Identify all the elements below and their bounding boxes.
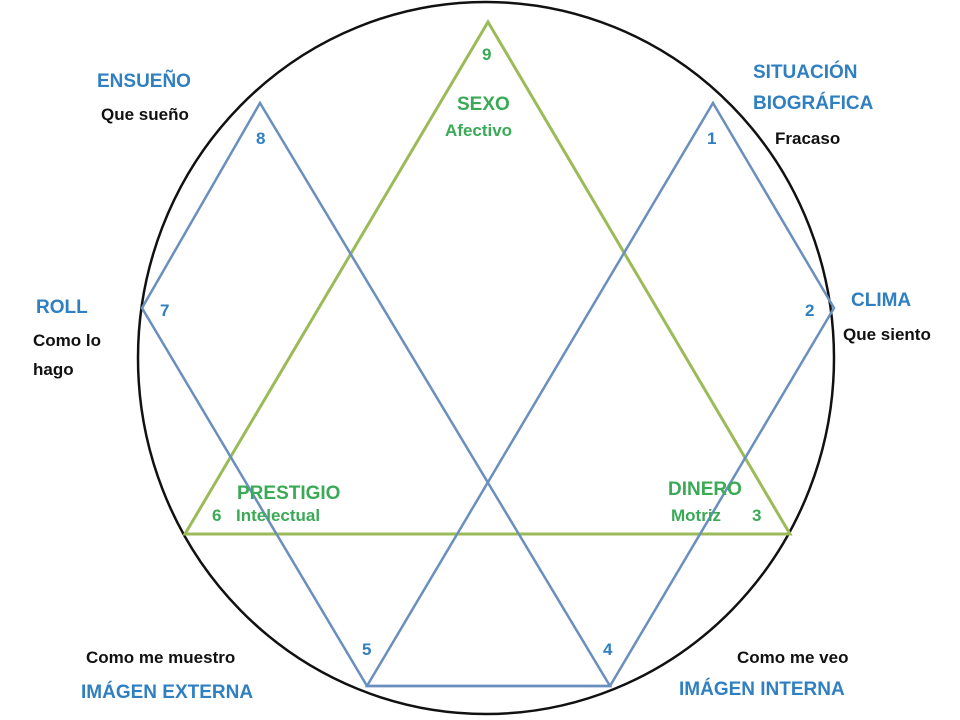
node-9-subtitle: Afectivo — [445, 121, 513, 140]
node-3-title: DINERO — [668, 479, 742, 500]
node-1-title-line2: BIOGRÁFICA — [753, 93, 874, 114]
node-7-subtitle-line2: hago — [33, 360, 74, 379]
node-4-subtitle: Como me veo — [737, 648, 849, 667]
node-8-subtitle: Que sueño — [101, 105, 189, 124]
node-4-number: 4 — [603, 640, 613, 659]
node-9-title: SEXO — [457, 94, 510, 115]
node-6-number: 6 — [212, 506, 222, 525]
green-triangle-9-3-6 — [182, 19, 793, 536]
node-2-number: 2 — [805, 301, 815, 320]
node-5-number: 5 — [362, 640, 372, 659]
node-2-subtitle: Que siento — [843, 325, 931, 344]
node-5-title: IMÁGEN EXTERNA — [81, 682, 254, 703]
node-8-number: 8 — [256, 129, 266, 148]
blue-diamond-1-2-4-5 — [364, 100, 836, 688]
node-1-title-line1: SITUACIÓN — [753, 62, 858, 83]
outer-circle — [136, 0, 836, 716]
node-7-subtitle-line1: Como lo — [33, 331, 101, 350]
node-9-number: 9 — [482, 45, 492, 64]
node-5-subtitle: Como me muestro — [86, 648, 236, 667]
node-2-title: CLIMA — [851, 290, 912, 311]
node-6-subtitle: Intelectual — [236, 506, 321, 525]
node-6-title: PRESTIGIO — [237, 483, 341, 504]
node-4-title: IMÁGEN INTERNA — [679, 679, 845, 700]
node-7-title: ROLL — [36, 297, 88, 318]
node-8-title: ENSUEÑO — [97, 71, 191, 92]
node-3-subtitle: Motriz — [671, 506, 722, 525]
node-1-subtitle: Fracaso — [775, 129, 841, 148]
node-3-number: 3 — [752, 506, 762, 525]
node-1-number: 1 — [707, 129, 717, 148]
node-7-number: 7 — [160, 301, 170, 320]
